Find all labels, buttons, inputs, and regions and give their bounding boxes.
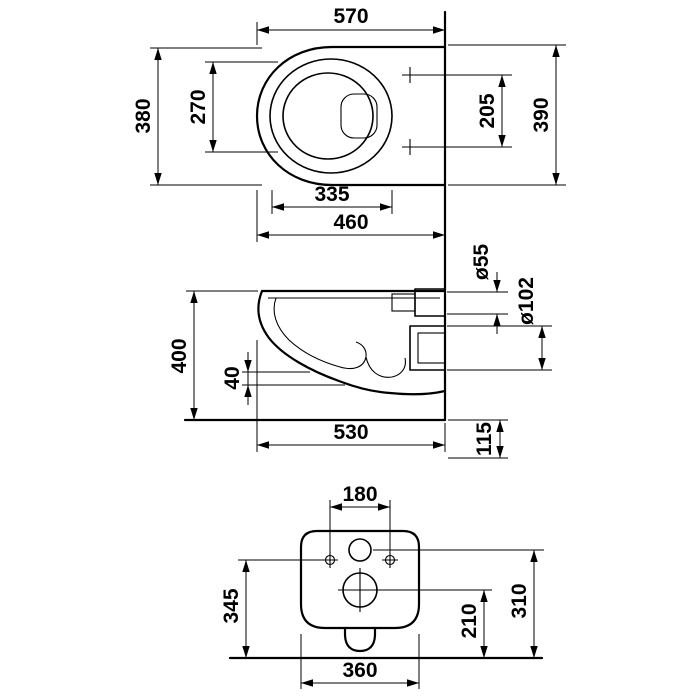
dim-270: 270 — [187, 61, 278, 153]
dim-210-label: 210 — [458, 603, 481, 638]
dim-270-label: 270 — [187, 89, 210, 124]
dim-205: 205 — [418, 74, 512, 148]
dim-460: 460 — [256, 190, 445, 242]
dim-530-label: 530 — [333, 421, 368, 444]
dim-390: 390 — [448, 44, 566, 186]
rear-view: 180 345 210 310 360 — [220, 483, 544, 689]
dim-390-label: 390 — [530, 97, 553, 132]
dim-360-label: 360 — [342, 659, 377, 682]
dim-115-label: 115 — [473, 422, 496, 456]
dim-dia55: ø55 — [447, 244, 508, 334]
dim-dia102: ø102 — [447, 277, 552, 371]
dim-180: 180 — [329, 483, 391, 552]
side-view-inner-bowl — [273, 297, 367, 370]
dim-345-label: 345 — [220, 588, 243, 623]
dim-dia102-label: ø102 — [515, 277, 538, 325]
rear-view-outlet-stub — [343, 626, 377, 653]
dim-530: 530 — [256, 340, 446, 452]
dim-310: 310 — [373, 549, 544, 658]
top-view-bowl-outline — [255, 45, 447, 187]
top-view: 570 380 270 205 390 — [132, 5, 566, 242]
dim-dia55-label: ø55 — [470, 244, 493, 281]
side-view-trapway — [365, 356, 406, 378]
dim-205-label: 205 — [476, 93, 499, 128]
dim-345: 345 — [220, 559, 322, 658]
dim-570-label: 570 — [333, 5, 368, 28]
flush-pipe-connector — [414, 288, 446, 317]
top-view-water-area — [340, 93, 378, 139]
dim-115: 115 — [448, 419, 508, 459]
top-view-bowl-opening — [282, 72, 374, 160]
dim-400: 400 — [168, 290, 258, 420]
fixing-hole-right-crosshair-icon — [382, 552, 398, 568]
top-view-seat-ring — [269, 58, 393, 174]
flush-pipe-stub — [391, 293, 416, 312]
side-view-body-outline — [257, 289, 447, 396]
dim-335-label: 335 — [314, 183, 349, 206]
hinge-crosshair-bottom-icon — [402, 139, 418, 155]
dim-180-label: 180 — [342, 483, 377, 506]
drain-crosshair-icon — [338, 568, 382, 612]
dim-310-label: 310 — [508, 583, 531, 618]
fixing-hole-left-crosshair-icon — [322, 552, 338, 568]
side-view: 400 40 ø55 ø102 — [168, 244, 552, 459]
dim-380-label: 380 — [132, 98, 155, 133]
rear-view-body-outline — [299, 529, 421, 630]
dim-460-label: 460 — [333, 211, 368, 234]
dim-360: 360 — [300, 634, 420, 689]
wall-and-floor-lines — [183, 10, 447, 422]
dim-380: 380 — [132, 47, 262, 186]
dim-400-label: 400 — [168, 338, 191, 373]
dim-40: 40 — [221, 352, 345, 405]
dim-335: 335 — [271, 183, 393, 214]
dim-210: 210 — [379, 589, 492, 658]
flush-inlet-hole — [348, 538, 372, 562]
dim-40-label: 40 — [221, 366, 244, 389]
dim-570: 570 — [256, 5, 445, 45]
outlet-pipe-inner — [417, 332, 446, 364]
hinge-crosshair-top-icon — [402, 67, 418, 83]
